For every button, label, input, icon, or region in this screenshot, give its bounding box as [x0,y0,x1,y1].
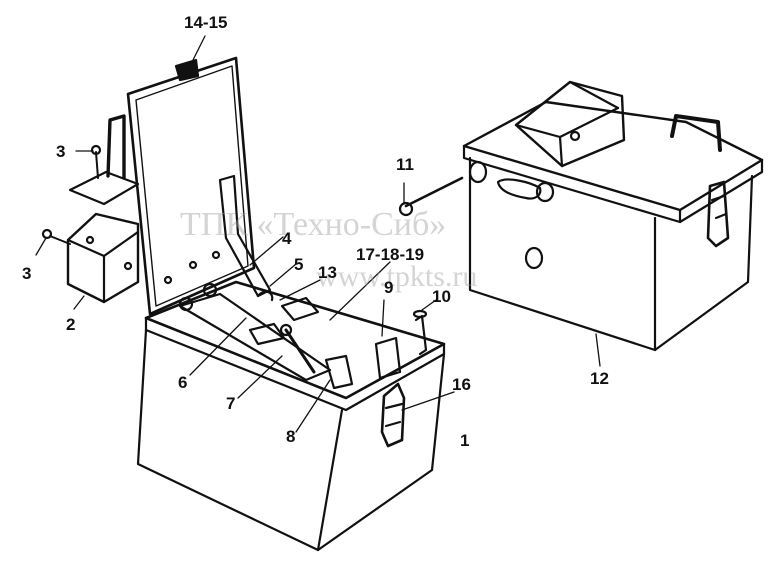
label-12: 12 [590,369,609,388]
label-7: 7 [226,394,236,413]
label-10: 10 [432,287,451,306]
label-13: 13 [318,263,337,282]
label-4: 4 [282,229,292,248]
label-8: 8 [286,427,296,446]
open-box-1 [126,56,446,552]
label-3-upper: 3 [56,142,66,161]
label-5: 5 [294,255,304,274]
label-9: 9 [384,278,394,297]
label-17-18-19: 17-18-19 [356,245,425,264]
closed-box-12 [398,80,764,352]
label-2: 2 [66,315,76,334]
leader-lines [35,35,601,433]
label-3-lower: 3 [22,264,32,283]
bracket-2 [41,114,140,304]
label-11: 11 [396,155,414,174]
label-1: 1 [460,431,470,450]
label-6: 6 [178,373,188,392]
label-14-15: 14-15 [184,13,228,32]
label-16: 16 [452,375,471,394]
